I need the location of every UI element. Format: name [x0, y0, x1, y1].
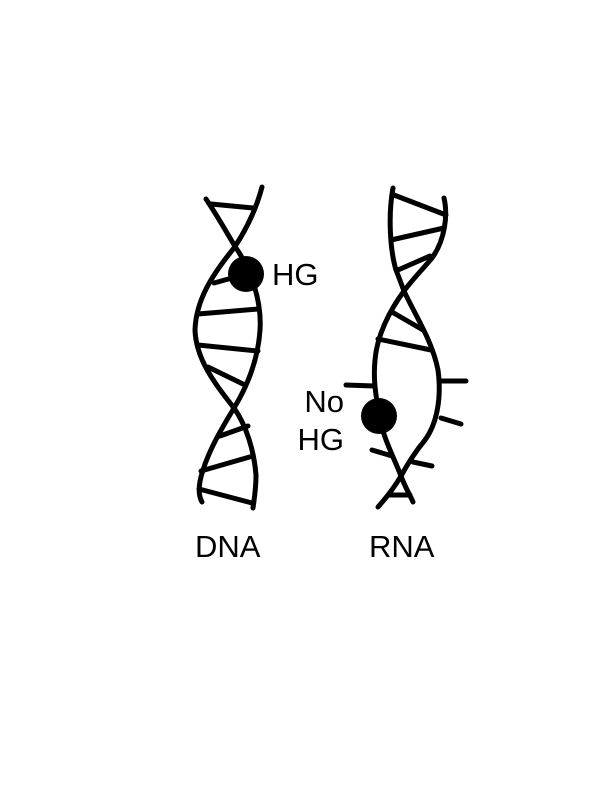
- rna-rung: [391, 192, 449, 218]
- dna-rung: [208, 201, 256, 211]
- rna-rung: [389, 309, 426, 333]
- rna-rung: [388, 225, 447, 243]
- dna-helix: [192, 184, 265, 511]
- rna-no-hg-label-line2: HG: [297, 422, 345, 457]
- rna-rung: [395, 253, 433, 273]
- dna-rung: [217, 423, 251, 439]
- dna-strand-b: [192, 184, 265, 511]
- rna-unpaired-base: [410, 459, 435, 469]
- rna-unpaired-base: [438, 415, 464, 427]
- rna-rung: [375, 336, 434, 353]
- rna-no-hg-label-line1: No: [304, 384, 344, 419]
- rna-no-hg-marker: [361, 398, 397, 434]
- dna-hg-label: HG: [272, 257, 319, 292]
- dna-rung: [195, 342, 261, 354]
- dna-rung: [196, 486, 255, 506]
- rna-label: RNA: [369, 529, 435, 564]
- dna-rung: [198, 453, 256, 474]
- rna-strand-b: [371, 195, 449, 505]
- rna-unpaired-base: [343, 382, 377, 389]
- dna-rung: [195, 306, 261, 317]
- dna-label: DNA: [195, 529, 261, 564]
- dna-rung: [205, 364, 248, 388]
- rna-helix: [343, 185, 469, 510]
- rna-no-hg-label: No HG: [296, 383, 345, 459]
- rna-unpaired-base: [369, 447, 395, 459]
- dna-hg-marker: [228, 256, 264, 292]
